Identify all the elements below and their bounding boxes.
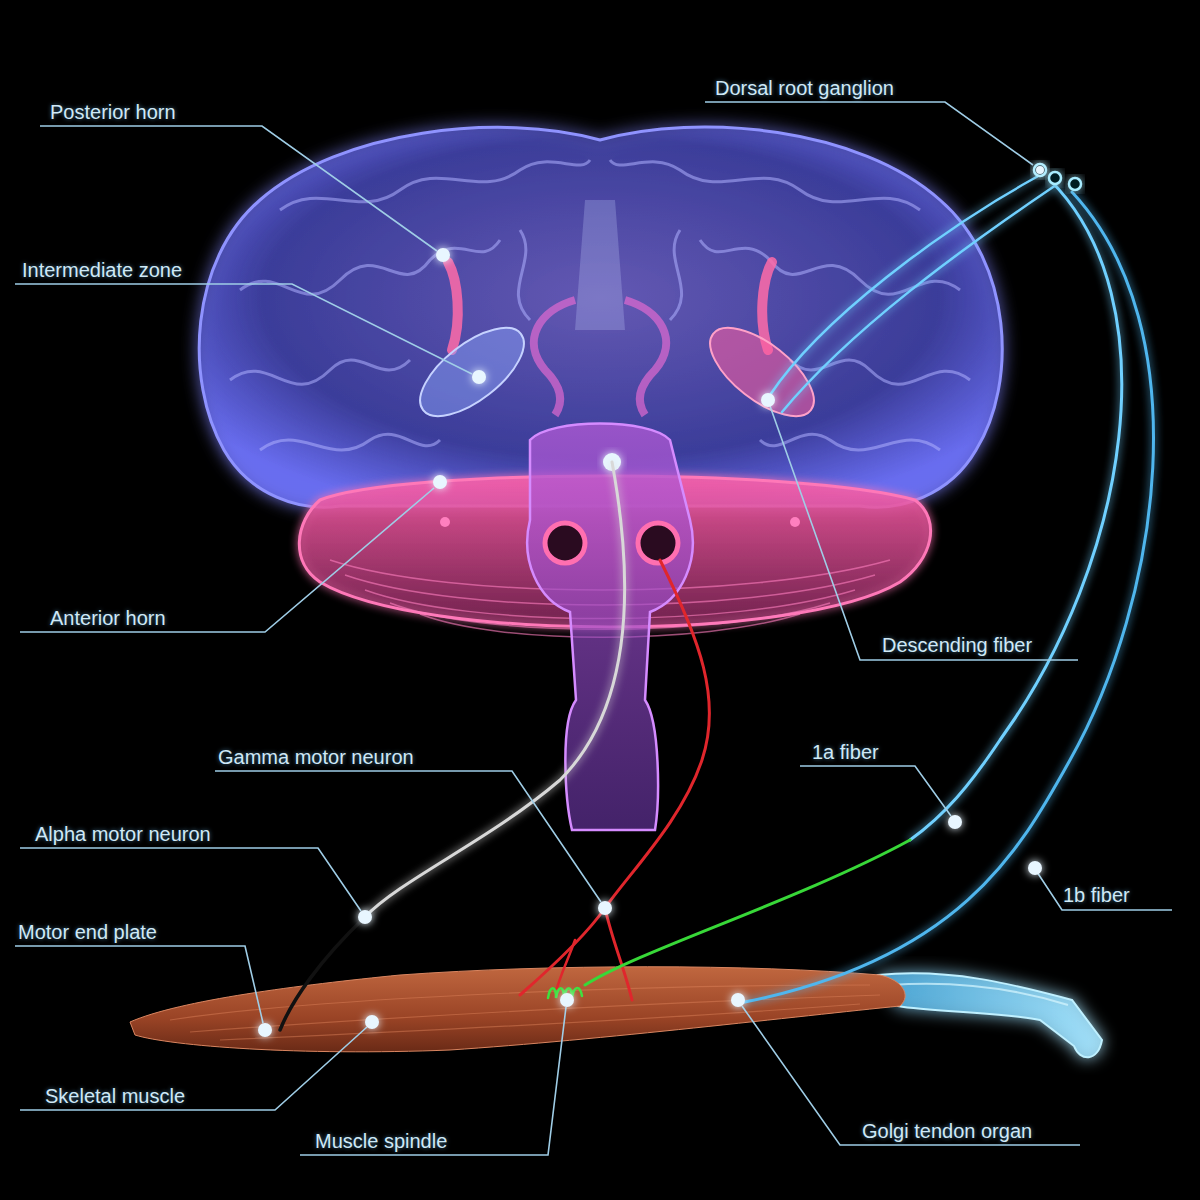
ganglion-fiber (782, 185, 1056, 412)
1a-fiber-line (910, 180, 1122, 840)
leader-line (20, 848, 361, 911)
leader-dot (358, 910, 372, 924)
muscle (130, 967, 1102, 1058)
illustration-part (670, 230, 682, 320)
nucleus-dot (790, 517, 800, 527)
1b-fiber-line (740, 192, 1153, 1003)
posterior-horn-right (762, 262, 772, 350)
illustration-part (280, 160, 590, 210)
illustration-part (230, 360, 410, 384)
brainstem (527, 424, 693, 831)
illustration-part (760, 434, 940, 450)
muscle-fibers (170, 985, 880, 1040)
alpha-motor-fiber-end (280, 917, 365, 1030)
illustration-part (170, 985, 870, 1020)
leader-dot (731, 993, 745, 1007)
ganglion-fiber (770, 175, 1040, 395)
callout-label: Descending fiber (882, 633, 1032, 657)
callout-label: Alpha motor neuron (35, 822, 211, 846)
leader-line (20, 1027, 367, 1110)
leader-line (705, 102, 1033, 165)
skeletal-muscle-shape (130, 967, 905, 1052)
illustration-part (610, 160, 920, 210)
gamma-branch (605, 908, 632, 1000)
callout-label: 1a fiber (812, 740, 879, 764)
intermediate-zone-left (406, 312, 538, 432)
leader-line (742, 1006, 1080, 1145)
illustration-part (240, 240, 500, 294)
callout-label: Gamma motor neuron (218, 745, 414, 769)
leader-line (215, 771, 601, 902)
callout-label: Skeletal muscle (45, 1084, 185, 1108)
leader-line (15, 284, 472, 374)
callout-label: Posterior horn (50, 100, 176, 124)
ventricle-left (534, 300, 575, 415)
callout-label: Intermediate zone (22, 258, 182, 282)
nucleus-dot (440, 517, 450, 527)
leader-line (770, 406, 1078, 660)
leader-line (1037, 872, 1172, 910)
1a-fiber-green (585, 840, 910, 985)
tendon-strand (890, 984, 1068, 1005)
ganglion-cell (1049, 172, 1061, 184)
alpha-motor-fiber (365, 462, 625, 917)
leader-dot (472, 370, 486, 384)
posterior-horn-left (448, 262, 458, 350)
ganglion-cell (1069, 178, 1081, 190)
leader-dot (948, 815, 962, 829)
leader-dot (436, 248, 450, 262)
leader-dot (761, 393, 775, 407)
leader-dot (365, 1015, 379, 1029)
gamma-motor-fiber (520, 560, 710, 995)
callout-label: Muscle spindle (315, 1129, 447, 1153)
leader-line (15, 946, 263, 1023)
intermediate-zone-right (696, 312, 828, 432)
illustration-part (518, 230, 530, 320)
brainstem-outline (527, 424, 693, 831)
callout-label: Golgi tendon organ (862, 1119, 1032, 1143)
tendon (878, 973, 1102, 1057)
ganglion-cell (1034, 164, 1046, 176)
brainstem-ring (638, 523, 678, 563)
illustration-part (700, 240, 960, 294)
leader-dot (433, 475, 447, 489)
leader-line (800, 766, 951, 816)
gamma-branch (555, 940, 575, 995)
leader-dot (1036, 166, 1044, 174)
midline-band (575, 200, 625, 330)
callout-label: Anterior horn (50, 606, 166, 630)
leader-dot (560, 993, 574, 1007)
callout-label: 1b fiber (1063, 883, 1130, 907)
leader-line (300, 1007, 566, 1155)
callout-label: Motor end plate (18, 920, 157, 944)
leader-dot (1028, 861, 1042, 875)
brainstem-ring (545, 523, 585, 563)
leader-dots (258, 166, 1044, 1037)
callout-label: Dorsal root ganglion (715, 76, 894, 100)
leader-lines (15, 102, 1172, 1155)
nerve-fibers (280, 164, 1153, 1030)
ventricle-right (625, 300, 666, 415)
leader-line (40, 126, 437, 251)
leader-dot (258, 1023, 272, 1037)
leader-line (20, 488, 434, 632)
illustration-part (220, 1004, 860, 1040)
illustration-part (260, 434, 440, 450)
leader-dot (598, 901, 612, 915)
